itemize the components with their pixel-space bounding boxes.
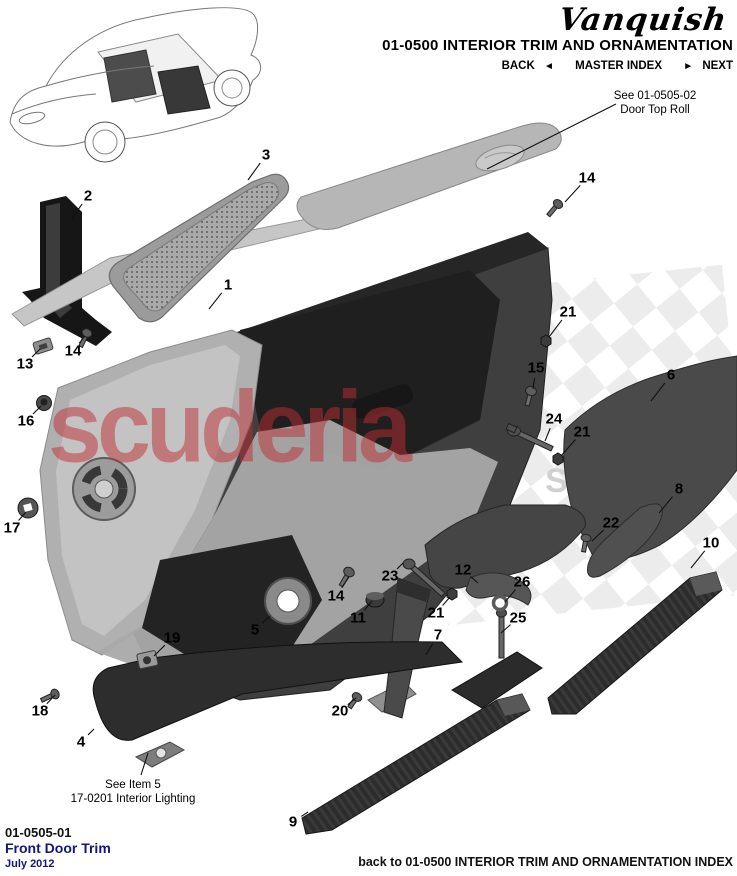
- interior-lighting-lamp: [134, 741, 186, 768]
- doc-number: 01-0505-01: [5, 825, 72, 840]
- fastener-bolts: [402, 422, 554, 659]
- armrest-trim: [424, 504, 586, 589]
- nav-master-index-link[interactable]: MASTER INDEX: [575, 60, 663, 72]
- part-4-kick-panel: [92, 641, 464, 741]
- part-1-door-trim-panel: [39, 232, 553, 701]
- nav-next-link[interactable]: NEXT: [702, 60, 733, 72]
- car-locator-sketch: [9, 7, 262, 163]
- watermark-brand: scuderia: [48, 369, 412, 484]
- nav-back-link[interactable]: BACK: [501, 60, 535, 72]
- fastener-screws: [39, 199, 592, 710]
- page-title: 01-0500 INTERIOR TRIM AND ORNAMENTATION: [382, 37, 733, 54]
- nav-bar: BACK ◄ MASTER INDEX ► NEXT: [496, 60, 733, 72]
- part-10-sill-tread-plate: [547, 571, 723, 715]
- doc-title: Front Door Trim: [5, 840, 111, 856]
- doc-date: July 2012: [5, 858, 55, 870]
- part-5-speaker-ring: [264, 577, 312, 625]
- part-8-handle-trim: [587, 503, 663, 578]
- door-top-roll: [296, 122, 562, 230]
- back-arrow-icon[interactable]: ◄: [544, 61, 554, 72]
- part-12-bracket: [465, 572, 532, 606]
- fastener-washer-26: [491, 594, 509, 612]
- fastener-nuts: [446, 334, 564, 601]
- part-3-speaker-grille: [108, 173, 290, 323]
- back-to-index-link[interactable]: back to 01-0500 INTERIOR TRIM AND ORNAME…: [358, 855, 733, 869]
- fastener-clips: [32, 337, 159, 670]
- fastener-grommets: [17, 395, 385, 608]
- leader-lines: [18, 103, 706, 817]
- vanquish-logo: Vanquish: [556, 2, 730, 38]
- next-arrow-icon[interactable]: ►: [683, 61, 694, 72]
